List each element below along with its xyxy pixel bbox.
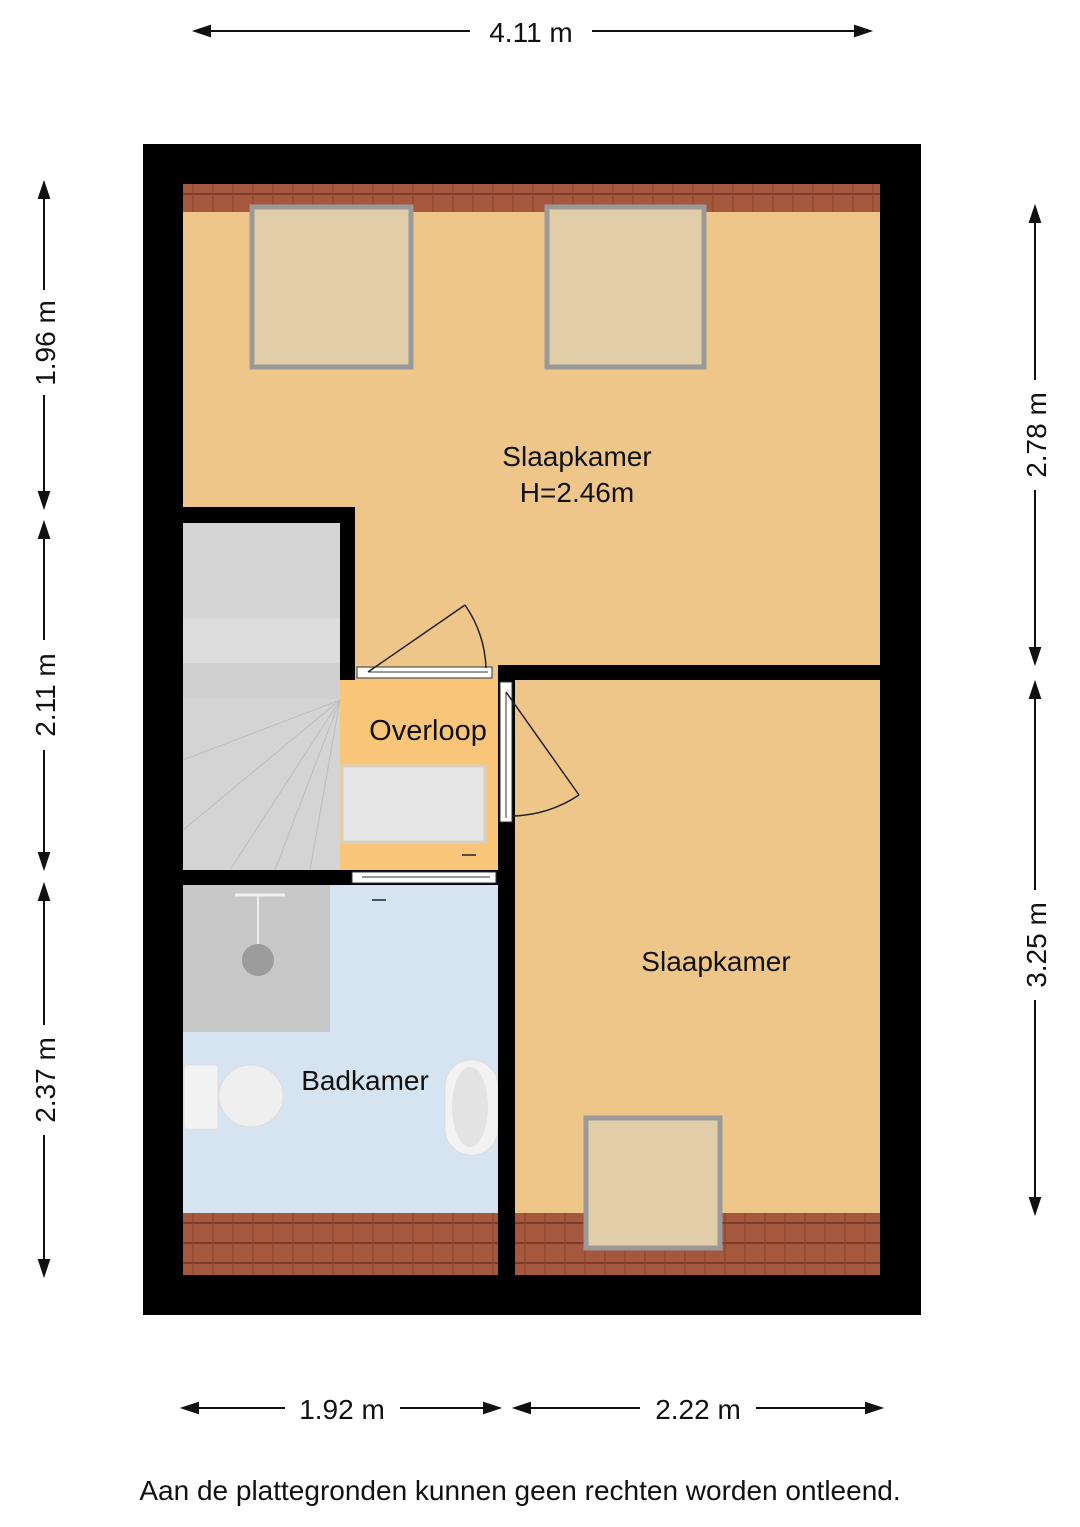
dimension-top-width: 4.11 m: [489, 17, 573, 48]
skylight: [544, 204, 707, 370]
room-height-label: H=2.46m: [520, 477, 634, 508]
skylight: [583, 1115, 723, 1251]
dimension-left-1: 1.96 m: [30, 300, 61, 386]
room-label-bathroom: Badkamer: [301, 1065, 429, 1096]
door-bedroom-top[interactable]: [356, 604, 493, 679]
dimension-bottom-right: 2.22 m: [655, 1394, 741, 1425]
dimension-right-1: 2.78 m: [1021, 392, 1052, 478]
room-label-landing: Overloop: [369, 715, 487, 747]
landing-cabinet: [340, 764, 487, 844]
room-label-bedroom-top: Slaapkamer: [502, 441, 651, 472]
door-bedroom-bottom[interactable]: [499, 681, 580, 823]
sink: [444, 1059, 499, 1156]
room-label-bedroom-bottom: Slaapkamer: [641, 946, 790, 977]
staircase: [182, 523, 341, 871]
footer-disclaimer: Aan de plattegronden kunnen geen rechten…: [139, 1475, 900, 1506]
interior-walls: [183, 507, 880, 1275]
skylight: [249, 204, 414, 370]
dimension-bottom-left: 1.92 m: [299, 1394, 385, 1425]
dimension-right-2: 3.25 m: [1021, 902, 1052, 988]
door-bathroom[interactable]: [351, 871, 497, 884]
roof-tiles: [183, 184, 880, 1275]
dimension-left-3: 2.37 m: [30, 1037, 61, 1123]
dimension-left-2: 2.11 m: [30, 653, 61, 737]
toilet: [183, 1064, 284, 1130]
dimension-lines: [37, 24, 1042, 1415]
shower: [183, 885, 330, 1032]
